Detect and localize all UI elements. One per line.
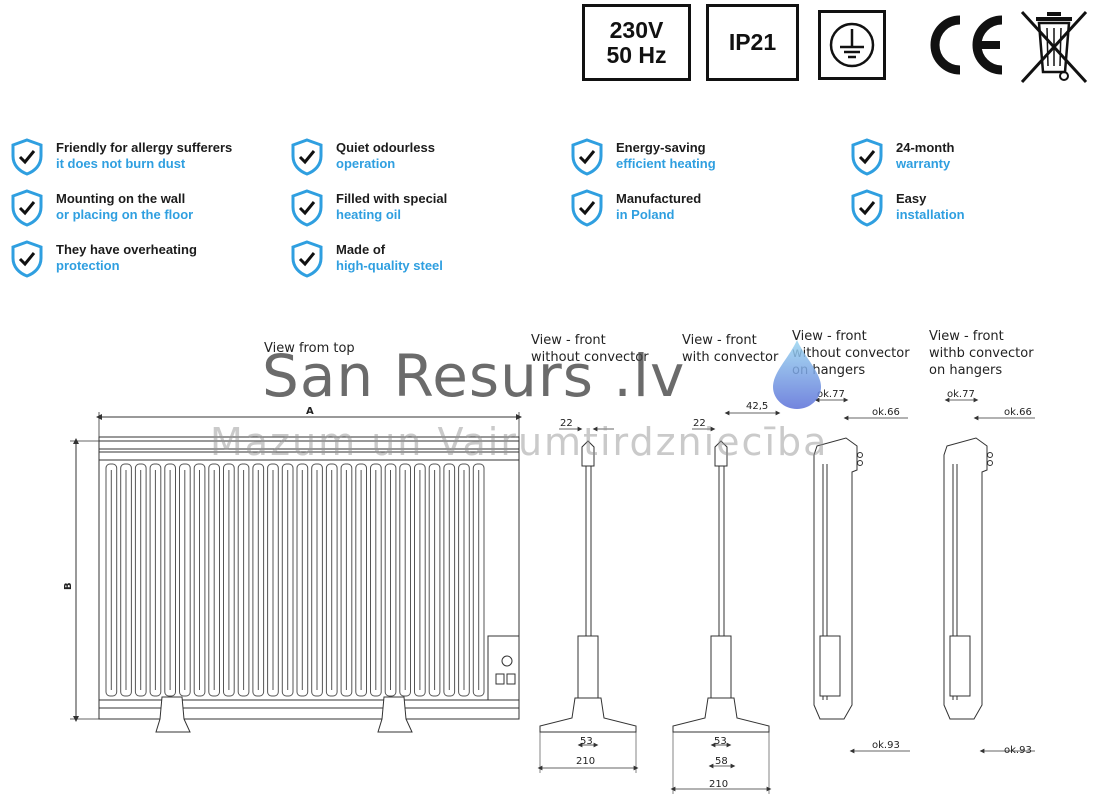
view-label-line: without convector — [531, 350, 649, 365]
feature-subtitle: high-quality steel — [336, 258, 443, 273]
shield-check-icon — [11, 189, 43, 227]
view-label-line: View - front — [531, 333, 606, 348]
ce-mark-icon — [930, 15, 1003, 75]
ip-rating-text: IP21 — [728, 29, 777, 55]
voltage-badge: 230V 50 Hz — [582, 4, 691, 81]
view-label-line: with convector — [682, 350, 779, 365]
dimension-a-label: A — [306, 406, 314, 417]
feature-title: Easy — [896, 191, 927, 206]
view-label-line: View - front — [682, 333, 757, 348]
ok-93-b: ok.93 — [1004, 745, 1032, 756]
shield-check-icon — [571, 138, 603, 176]
shield-check-icon — [11, 138, 43, 176]
ok-66-b: ok.66 — [1004, 407, 1032, 418]
view-label-line: withb convector — [929, 346, 1034, 361]
shield-check-icon — [851, 189, 883, 227]
dim-53-b: 53 — [714, 736, 727, 747]
feature-title: Filled with special — [336, 191, 448, 206]
dimension-b-label: B — [63, 582, 74, 590]
dim-42-5: 42,5 — [746, 401, 768, 412]
view-label-line: without convector — [792, 346, 910, 361]
feature-title: Friendly for allergy sufferers — [56, 140, 233, 155]
view-label-top: View from top — [264, 341, 355, 356]
shield-check-icon — [291, 240, 323, 278]
view-label-line: on hangers — [929, 363, 1003, 378]
view-label-line: View - front — [792, 329, 867, 344]
dim-53-a: 53 — [580, 736, 593, 747]
side-view-no-convector — [539, 440, 637, 733]
view-label-line: View - front — [929, 329, 1004, 344]
feature-subtitle: heating oil — [336, 207, 401, 222]
dim-22-a: 22 — [560, 418, 573, 429]
ok-77-b: ok.77 — [947, 389, 975, 400]
crossed-bin-icon — [1020, 10, 1088, 84]
feature-subtitle: it does not burn dust — [56, 156, 186, 171]
ground-badge — [818, 10, 886, 80]
shield-check-icon — [11, 240, 43, 278]
watermark-subtitle: Mazum un Vairumtirdzniecība — [210, 420, 829, 464]
ok-66-a: ok.66 — [872, 407, 900, 418]
dim-210-a: 210 — [576, 756, 595, 767]
feature-subtitle: warranty — [896, 156, 951, 171]
shield-check-icon — [571, 189, 603, 227]
side-view-convector — [672, 440, 770, 733]
feature-title: Quiet odourless — [336, 140, 435, 155]
feature-subtitle: installation — [896, 207, 965, 222]
water-drop-icon — [773, 340, 821, 409]
ip-rating-badge: IP21 — [706, 4, 799, 81]
side-view-hangers-convector — [943, 437, 993, 720]
frequency-text: 50 Hz — [606, 41, 667, 68]
view-label-hangers-convector: View - front withb convector on hangers — [929, 328, 1034, 379]
feature-title: 24-month — [896, 140, 955, 155]
shield-check-icon — [291, 138, 323, 176]
feature-subtitle: operation — [336, 156, 396, 171]
shield-check-icon — [291, 189, 323, 227]
feature-title: Energy-saving — [616, 140, 706, 155]
view-label-front-convector: View - front with convector — [682, 332, 778, 366]
shield-check-icon — [851, 138, 883, 176]
feature-title: Mounting on the wall — [56, 191, 186, 206]
dim-210-b: 210 — [709, 779, 728, 790]
watermark-title: San Resurs .lv — [262, 342, 686, 410]
ground-symbol-icon — [829, 22, 875, 68]
dim-58: 58 — [715, 756, 728, 767]
dim-22-b: 22 — [693, 418, 706, 429]
feature-subtitle: or placing on the floor — [56, 207, 194, 222]
feature-subtitle: efficient heating — [616, 156, 716, 171]
radiator-front-view — [98, 436, 520, 733]
feature-title: Made of — [336, 242, 386, 257]
view-label-front-no-convector: View - front without convector — [531, 332, 649, 366]
feature-subtitle: in Poland — [616, 207, 675, 222]
feature-subtitle: protection — [56, 258, 120, 273]
voltage-text: 230V — [609, 16, 664, 43]
side-view-hangers-no-convector — [813, 437, 863, 720]
ok-93-a: ok.93 — [872, 740, 900, 751]
feature-title: Manufactured — [616, 191, 702, 206]
feature-title: They have overheating — [56, 242, 197, 257]
ok-77-a: ok.77 — [817, 389, 845, 400]
